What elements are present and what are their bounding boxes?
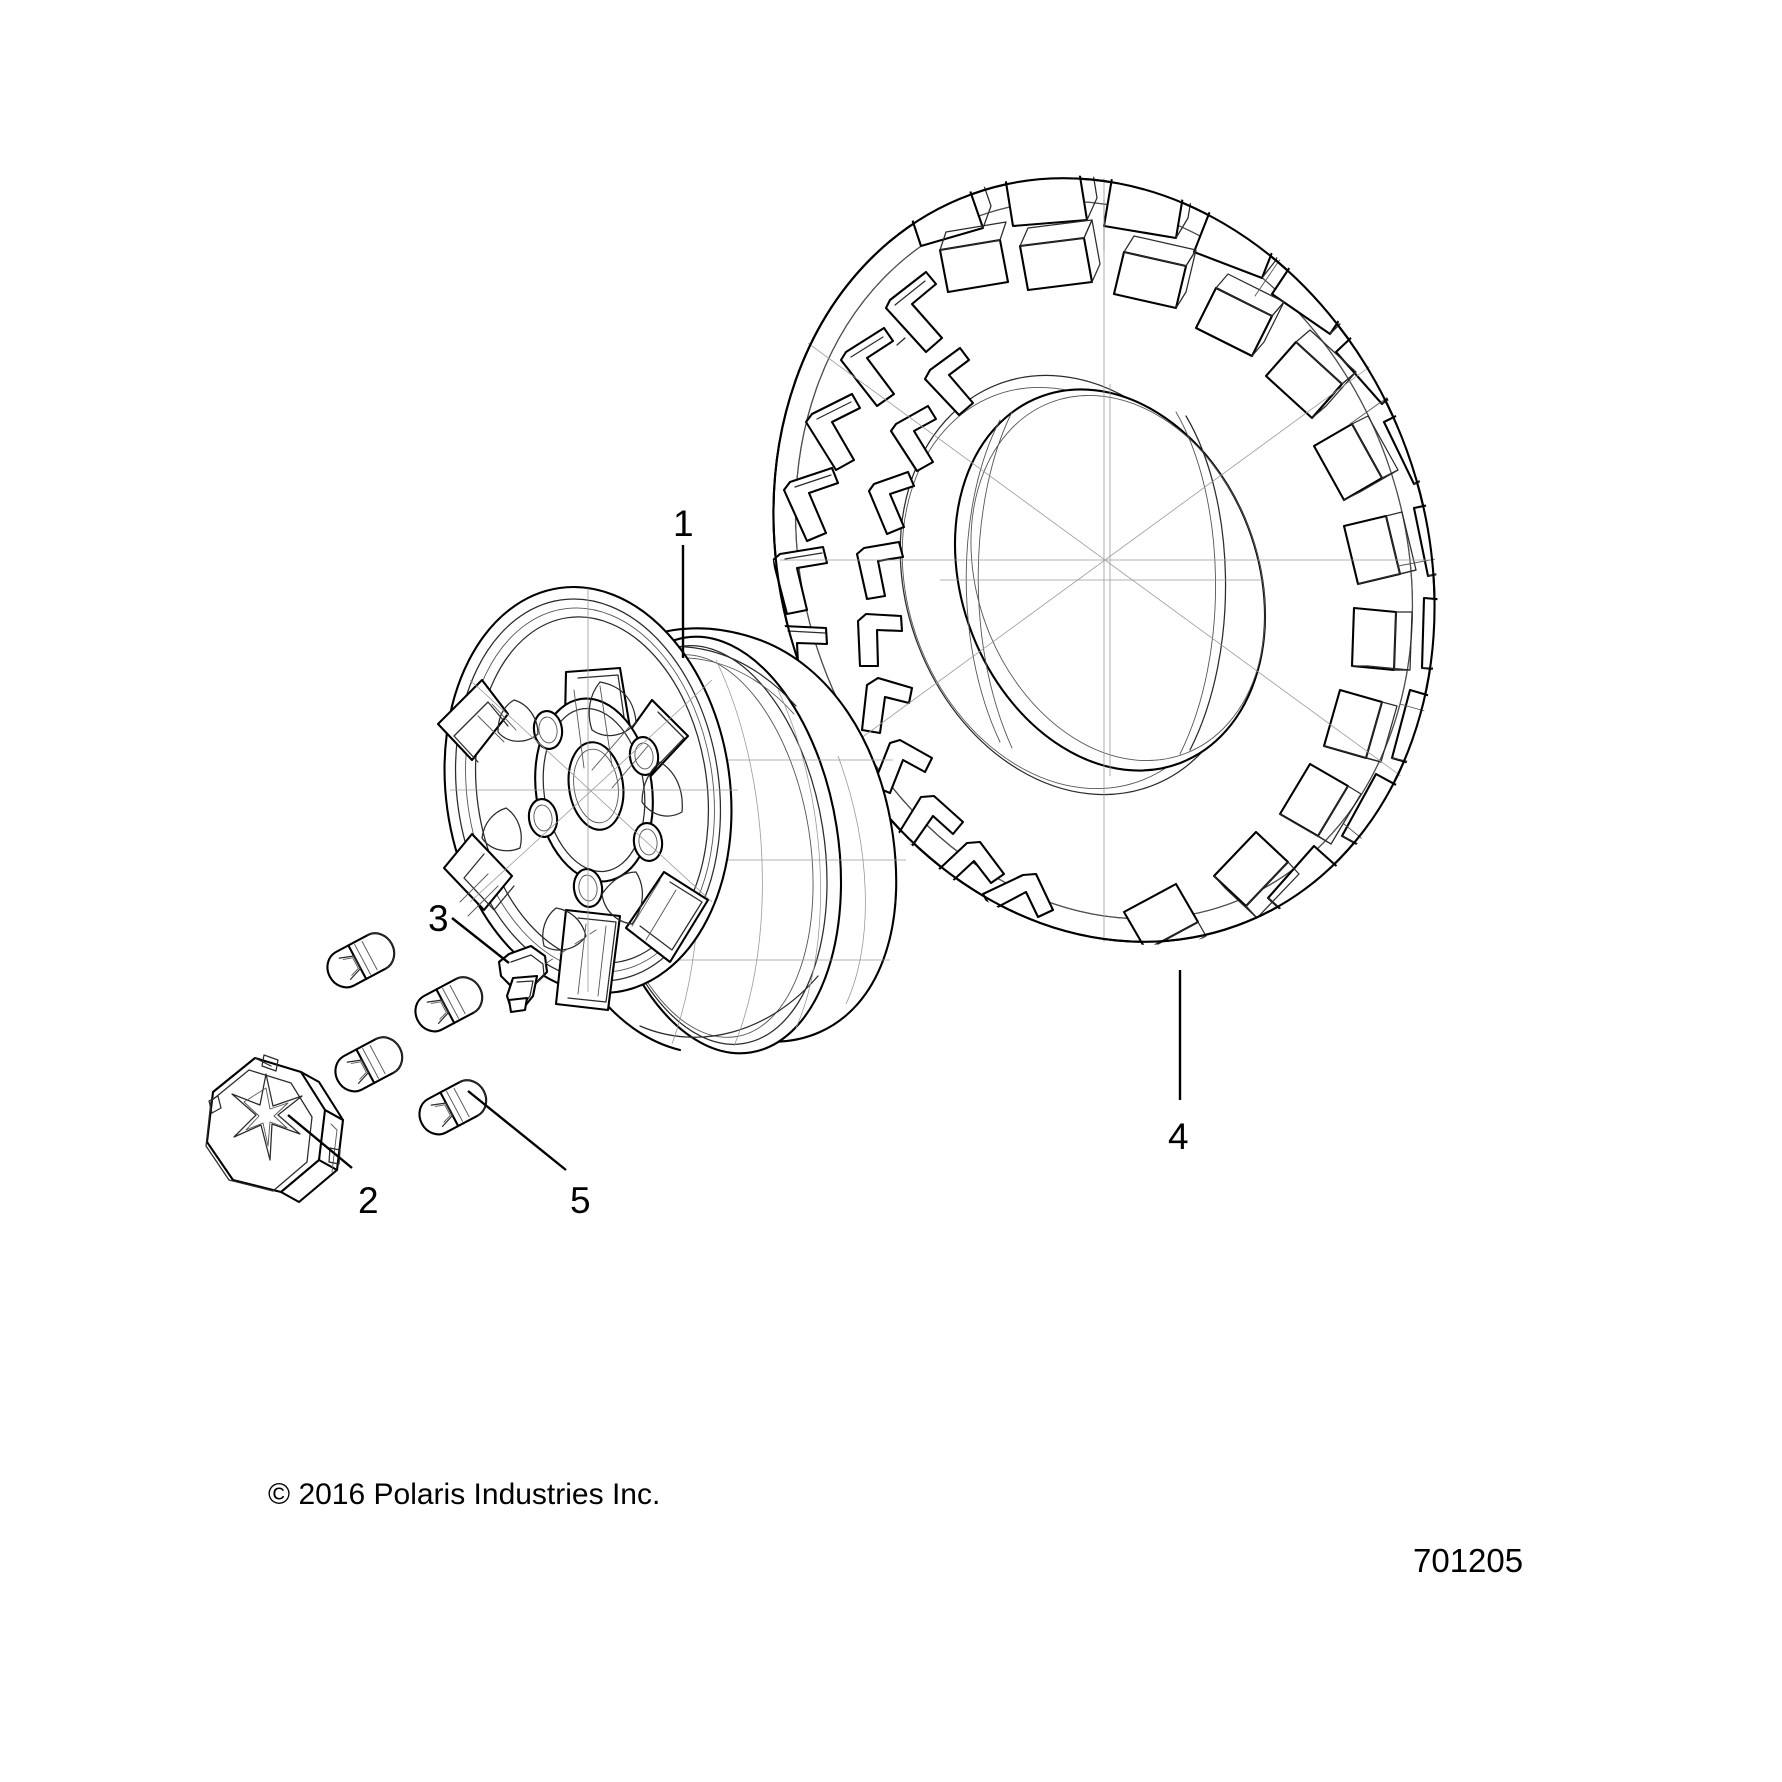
callout-5: 5 bbox=[570, 1180, 591, 1221]
copyright-notice: © 2016 Polaris Industries Inc. bbox=[268, 1478, 661, 1511]
lug-nut bbox=[418, 1079, 488, 1136]
wheel-lug-holes bbox=[527, 710, 664, 908]
leader-5 bbox=[467, 1090, 567, 1171]
valve-stem-graphic bbox=[497, 929, 597, 1014]
lug-nut bbox=[326, 932, 396, 989]
tire-construction-lines bbox=[780, 170, 1430, 950]
hub-cap-graphic bbox=[205, 1054, 345, 1204]
wheel-spoke-face bbox=[436, 588, 738, 1012]
callout-4: 4 bbox=[1168, 1116, 1189, 1157]
lug-nut bbox=[334, 1036, 404, 1093]
diagram-part-number: 701205 bbox=[1413, 1542, 1524, 1579]
tire-inner-barrel bbox=[899, 374, 1267, 796]
wheel-rim-graphic bbox=[436, 585, 906, 1055]
lug-nuts-graphic bbox=[326, 932, 488, 1136]
leader-3 bbox=[451, 917, 510, 964]
callout-1: 1 bbox=[673, 503, 694, 544]
polaris-star-icon bbox=[231, 1073, 303, 1161]
callout-3: 3 bbox=[428, 898, 449, 939]
leader-lines bbox=[287, 545, 1182, 1171]
callout-2: 2 bbox=[358, 1180, 379, 1221]
lug-nut bbox=[414, 976, 484, 1033]
leader-2 bbox=[287, 1114, 353, 1169]
wheel-vent-windows bbox=[481, 681, 683, 951]
